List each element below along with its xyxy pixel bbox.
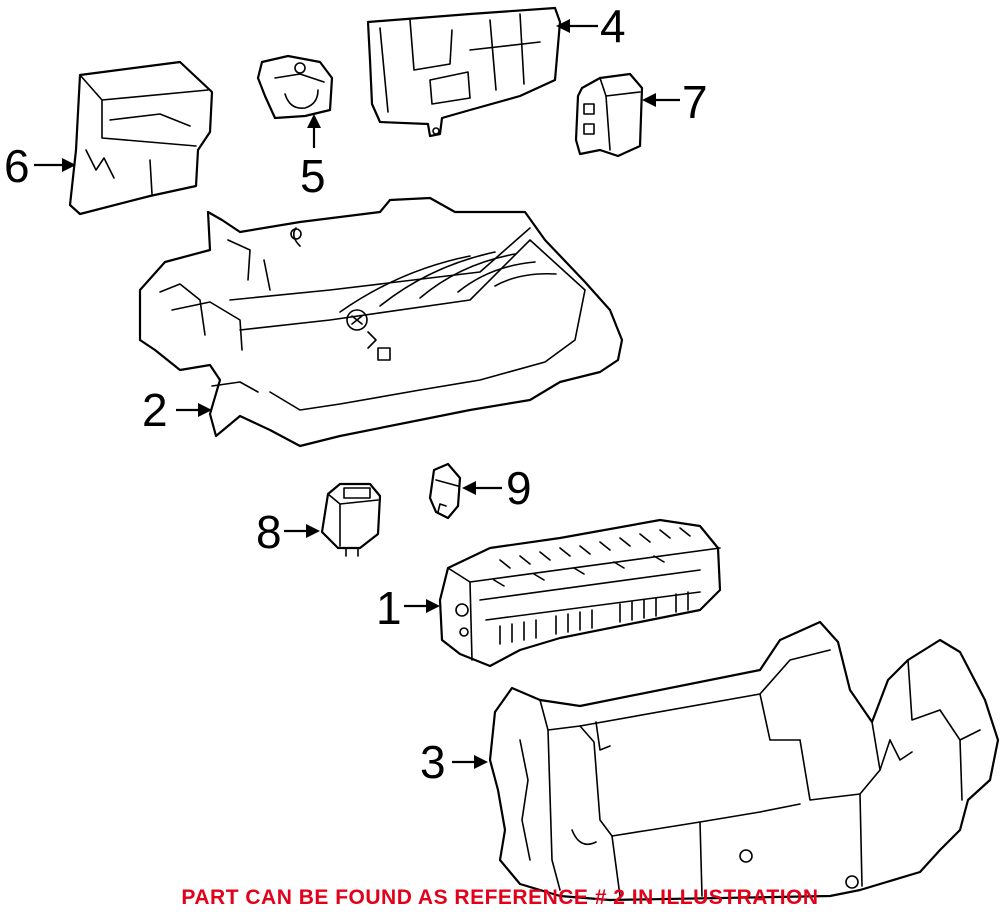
part-1-fuse-relay-module xyxy=(438,518,722,668)
part-2-fuse-box-cover[interactable] xyxy=(138,196,624,448)
part-6-side-cover xyxy=(68,60,214,216)
callout-2: 2 xyxy=(142,384,168,436)
callout-1: 1 xyxy=(376,582,402,634)
part-9-connector xyxy=(428,462,462,520)
reference-caption: PART CAN BE FOUND AS REFERENCE # 2 IN IL… xyxy=(181,886,819,909)
callout-6: 6 xyxy=(4,140,30,192)
part-7-clip xyxy=(574,72,644,158)
part-5-bracket xyxy=(256,54,334,120)
callout-8: 8 xyxy=(256,506,282,558)
part-3-lower-housing xyxy=(488,620,1000,902)
part-8-relay xyxy=(320,482,382,557)
callout-7: 7 xyxy=(682,76,708,128)
callout-leaders xyxy=(34,19,680,769)
callout-4: 4 xyxy=(600,0,626,52)
callout-5: 5 xyxy=(300,150,326,202)
callout-3: 3 xyxy=(420,736,446,788)
part-4-mounting-bracket xyxy=(366,6,562,138)
callout-9: 9 xyxy=(506,462,532,514)
